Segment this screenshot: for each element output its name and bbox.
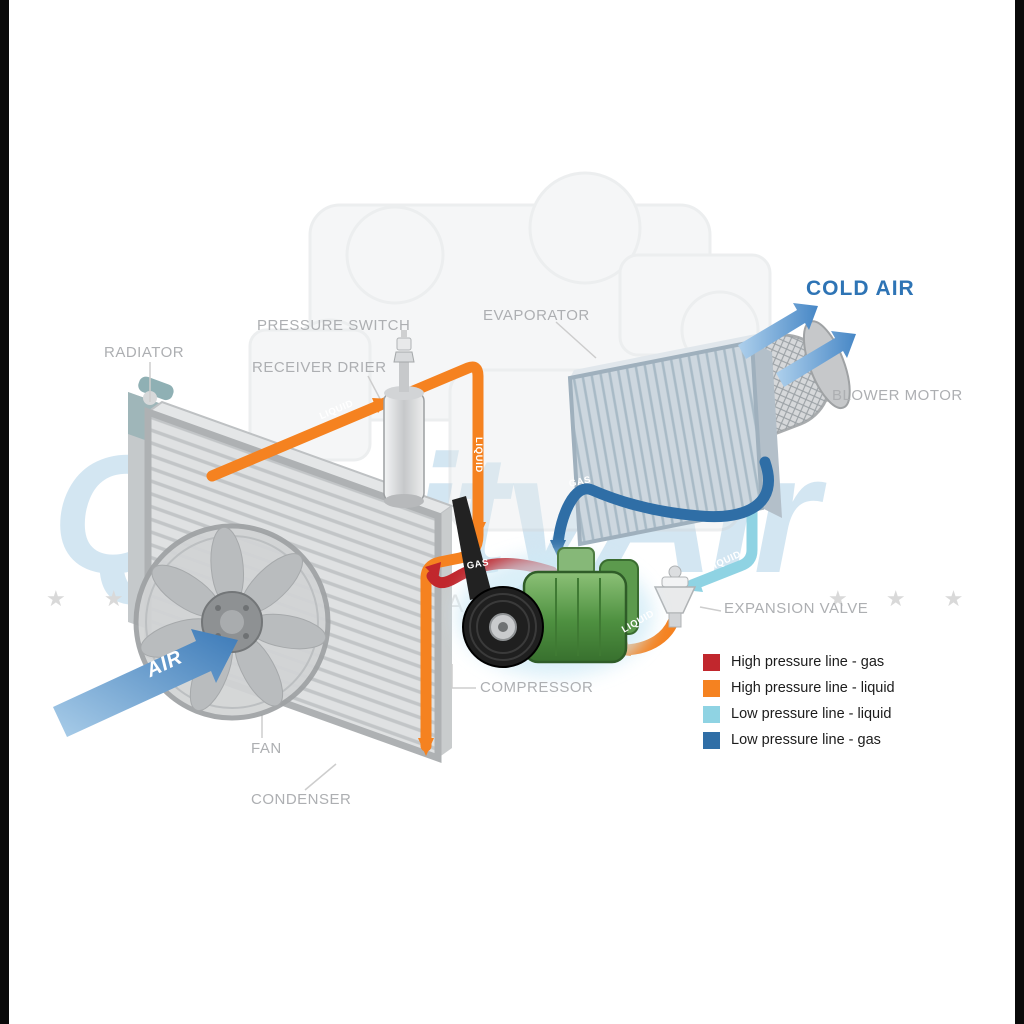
legend-label-high-liquid: High pressure line - liquid [731, 680, 895, 696]
low-pressure-liquid-pipe [686, 506, 758, 591]
legend-item-high-gas: High pressure line - gas [703, 649, 895, 675]
receiver-drier-label: RECEIVER DRIER [252, 359, 387, 376]
compressor-label: COMPRESSOR [480, 679, 594, 696]
left-edge-bar [0, 0, 9, 1024]
pressure-switch-graphic [393, 330, 415, 392]
legend-swatch-high-gas [703, 653, 720, 671]
legend-swatch-high-liquid [703, 679, 720, 697]
fan-label: FAN [251, 740, 282, 757]
legend-label-high-gas: High pressure line - gas [731, 654, 885, 670]
compressor-graphic [452, 496, 653, 677]
legend-swatch-low-gas [703, 731, 720, 749]
fan-graphic [133, 523, 331, 721]
radiator-label: RADIATOR [104, 344, 185, 361]
legend: High pressure line - gas High pressure l… [703, 649, 895, 753]
legend-label-low-liquid: Low pressure line - liquid [731, 706, 892, 722]
pipe-label-liquid-2: LIQUID [473, 437, 484, 473]
legend-item-high-liquid: High pressure line - liquid [703, 675, 895, 701]
cold-air-label: COLD AIR [806, 277, 915, 300]
legend-swatch-low-liquid [703, 705, 720, 723]
air-arrow [53, 629, 238, 737]
cold-air-arrows [738, 303, 856, 387]
legend-label-low-gas: Low pressure line - gas [731, 732, 881, 748]
legend-item-low-gas: Low pressure line - gas [703, 727, 895, 753]
pressure-switch-label: PRESSURE SWITCH [257, 317, 411, 334]
legend-item-low-liquid: Low pressure line - liquid [703, 701, 895, 727]
evaporator-label: EVAPORATOR [483, 307, 590, 324]
receiver-drier-graphic [383, 386, 425, 508]
red-arrowhead [425, 562, 441, 580]
expansion-valve-label: EXPANSION VALVE [724, 600, 869, 617]
low-pressure-gas-pipe [552, 456, 774, 551]
condenser-label: CONDENSER [251, 791, 352, 808]
expansion-valve-graphic [653, 565, 697, 628]
darkblue-arrowhead [550, 540, 566, 558]
right-edge-bar [1015, 0, 1024, 1024]
blower-motor-label: BLOWER MOTOR [832, 387, 963, 404]
watermark-stars-right: ★ ★ ★ [828, 586, 980, 611]
